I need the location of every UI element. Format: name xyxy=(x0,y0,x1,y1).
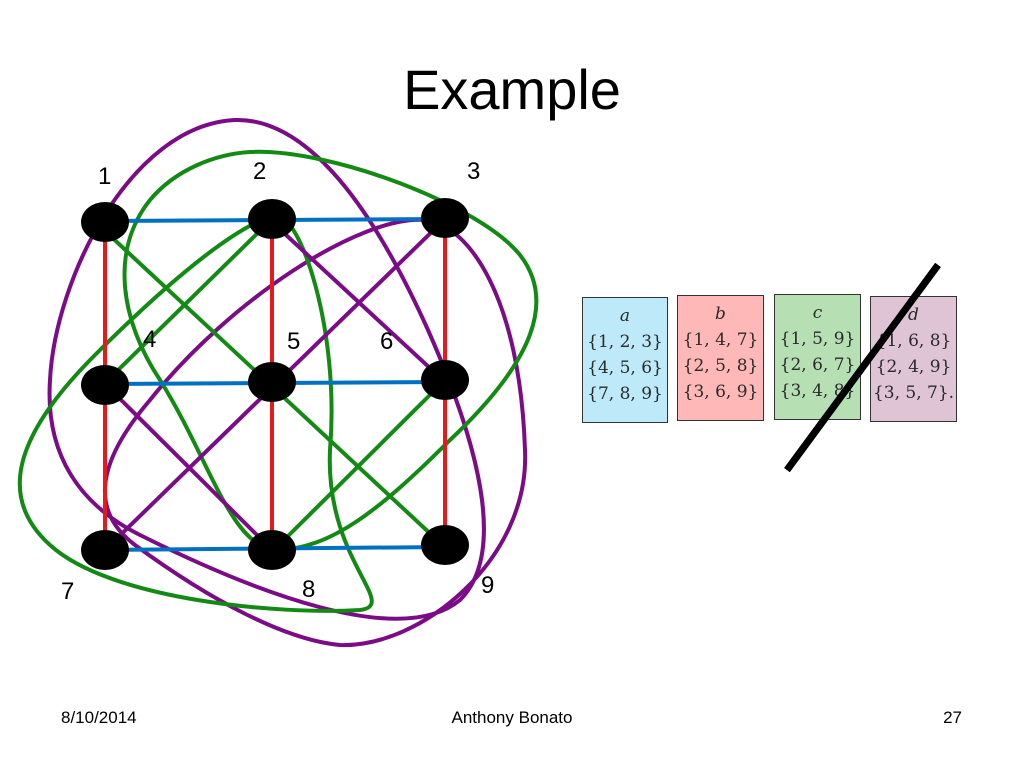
hyperedge-d-loop-2 xyxy=(103,217,528,648)
partition-set: {3, 4, 8} xyxy=(779,381,856,401)
footer-date: 8/10/2014 xyxy=(61,708,137,727)
vertex-label-5: 5 xyxy=(287,328,301,355)
partition-set: {2, 4, 9} xyxy=(875,357,952,377)
edge-diag-green-8-6 xyxy=(270,378,447,554)
partition-set: {1, 6, 8} xyxy=(875,331,952,351)
vertex-label-2: 2 xyxy=(253,158,267,185)
partition-set: {3, 5, 7}. xyxy=(872,383,955,403)
vertex-9 xyxy=(421,525,469,565)
partition-set: {7, 8, 9} xyxy=(587,384,663,404)
partition-set: {1, 4, 7} xyxy=(682,330,759,350)
edge-diag-purple-2-6 xyxy=(270,220,447,384)
vertex-2 xyxy=(248,199,296,239)
hyperedge-c-loop-1 xyxy=(17,213,374,613)
vertex-label-4: 4 xyxy=(143,326,157,353)
partition-set: {2, 6, 7} xyxy=(779,355,856,375)
edge-diag-purple-4-8 xyxy=(103,382,274,552)
partition-set: {1, 2, 3} xyxy=(587,332,663,352)
vertex-label-9: 9 xyxy=(481,572,495,599)
partition-box-a: a {1, 2, 3} {4, 5, 6} {7, 8, 9} xyxy=(582,297,668,423)
slide-title: Example xyxy=(403,58,621,121)
vertex-6 xyxy=(421,360,469,400)
vertex-3 xyxy=(421,198,469,238)
partition-box-b: b {1, 4, 7} {2, 5, 8} {3, 6, 9} xyxy=(677,295,764,421)
partition-set: {2, 5, 8} xyxy=(682,356,759,376)
vertex-label-3: 3 xyxy=(467,158,481,185)
vertex-5 xyxy=(248,362,296,402)
partition-header-a: a xyxy=(619,306,631,326)
vertex-4 xyxy=(81,365,129,405)
vertex-label-6: 6 xyxy=(380,328,394,355)
partition-set: {3, 6, 9} xyxy=(682,382,759,402)
partition-header-c: c xyxy=(812,303,823,323)
vertex-8 xyxy=(248,530,296,570)
partition-box-c: c {1, 5, 9} {2, 6, 7} {3, 4, 8} xyxy=(774,294,861,420)
vertex-label-1: 1 xyxy=(98,163,112,190)
partition-set: {1, 5, 9} xyxy=(779,329,856,349)
edge-diag-green-4-2 xyxy=(108,217,274,380)
vertex-7 xyxy=(81,530,129,570)
partition-set: {4, 5, 6} xyxy=(587,358,663,378)
vertex-1 xyxy=(81,202,129,242)
footer-author: Anthony Bonato xyxy=(451,708,573,727)
partition-header-b: b xyxy=(715,304,726,324)
partition-box-d: d {1, 6, 8} {2, 4, 9} {3, 5, 7}. xyxy=(870,296,957,422)
footer-page-number: 27 xyxy=(943,708,962,727)
vertex-label-8: 8 xyxy=(302,576,316,603)
partition-header-d: d xyxy=(908,305,919,325)
vertex-label-7: 7 xyxy=(61,578,75,605)
